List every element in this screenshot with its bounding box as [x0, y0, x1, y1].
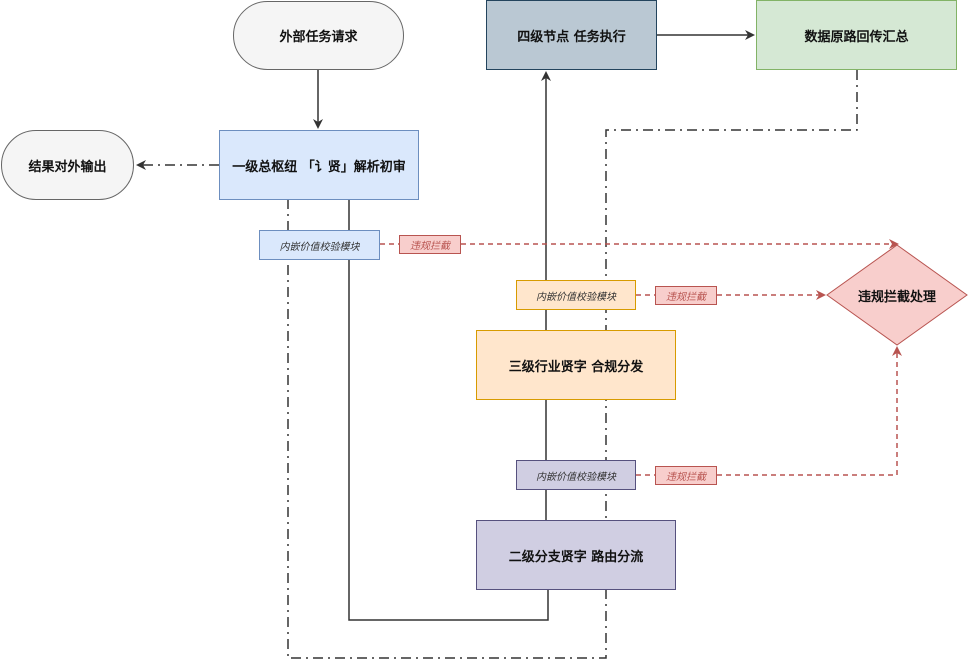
node-level1-hub: 一级总枢纽 「讠贤」解析初审	[219, 130, 419, 200]
node-return-summary: 数据原路回传汇总	[756, 0, 957, 70]
tag-violation-3: 违规拦截	[655, 286, 717, 305]
module-value-check-2: 内嵌价值校验模块	[516, 460, 636, 490]
node-level2-routing: 二级分支贤字 路由分流	[476, 520, 676, 590]
module-value-check-1: 内嵌价值校验模块	[259, 230, 380, 260]
node-output: 结果对外输出	[1, 130, 134, 200]
violation-diamond	[826, 244, 968, 346]
node-external-request: 外部任务请求	[233, 1, 404, 70]
tag-violation-1: 违规拦截	[399, 235, 461, 254]
tag-violation-2: 违规拦截	[655, 466, 717, 485]
node-level3-distribution: 三级行业贤字 合规分发	[476, 330, 676, 400]
node-level4-execution: 四级节点 任务执行	[486, 0, 657, 70]
edge-violation-2	[636, 348, 897, 476]
module-value-check-3: 内嵌价值校验模块	[516, 280, 636, 310]
node-violation-handling: 违规拦截处理	[857, 289, 936, 305]
